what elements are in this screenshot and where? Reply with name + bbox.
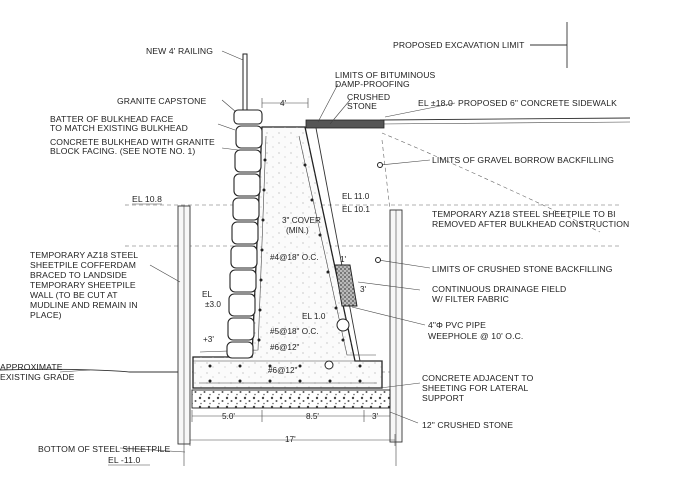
label-el10: EL 1.0 xyxy=(302,312,326,321)
label-grade2: EXISTING GRADE xyxy=(0,372,75,382)
label-el30a: EL xyxy=(202,290,212,299)
svg-text:TEMPORARY SHEETPILE: TEMPORARY SHEETPILE xyxy=(30,280,136,290)
drainage-field xyxy=(334,264,358,307)
label-el101: EL 10.1 xyxy=(342,205,370,214)
railing-leader xyxy=(221,50,244,61)
existing-grade-line xyxy=(0,368,178,373)
label-dim3b: 3' xyxy=(372,412,379,421)
concrete-sidewalk-slab xyxy=(305,119,385,129)
label-dim4: 4' xyxy=(280,99,287,108)
label-bottom2: EL -11.0 xyxy=(108,455,140,465)
label-cover2: (MIN.) xyxy=(286,226,309,235)
label-crushed1: CRUSHED xyxy=(347,92,390,102)
granite-block-facing xyxy=(226,109,263,359)
leaders xyxy=(59,83,456,453)
svg-text:SHEETPILE COFFERDAM: SHEETPILE COFFERDAM xyxy=(30,260,136,270)
label-drain1: CONTINUOUS DRAINAGE FIELD xyxy=(432,284,566,294)
label-bar4: #4@18" O.C. xyxy=(270,253,319,262)
label-plus3: +3' xyxy=(203,335,214,344)
label-el30b: ±3.0 xyxy=(205,300,221,309)
rebar-inner xyxy=(199,135,267,353)
svg-text:TEMPORARY AZ18 STEEL: TEMPORARY AZ18 STEEL xyxy=(30,250,138,260)
label-crushedback: LIMITS OF CRUSHED STONE BACKFILLING xyxy=(432,264,613,274)
label-cover1: 3" COVER xyxy=(282,216,321,225)
sidewalk-surface xyxy=(379,117,631,121)
svg-text:WALL (TO BE CUT AT: WALL (TO BE CUT AT xyxy=(30,290,118,300)
backfill-limit-line xyxy=(381,139,391,211)
sidewalk-bottom xyxy=(379,121,631,125)
concrete-bulkhead-stipple xyxy=(193,127,382,388)
label-bar5: #5@18" O.C. xyxy=(270,327,319,336)
label-concbulk2: BLOCK FACING. (SEE NOTE NO. 1) xyxy=(50,146,195,156)
label-grade1: APPROXIMATE xyxy=(0,362,63,372)
label-dim85: 8.5' xyxy=(306,412,319,421)
label-dim17: 17' xyxy=(285,435,296,444)
label-templeft: TEMPORARY AZ18 STEEL SHEETPILE COFFERDAM… xyxy=(30,250,138,320)
label-damp1: LIMITS OF BITUMINOUS xyxy=(335,70,436,80)
label-drain2: W/ FILTER FABRIC xyxy=(432,294,509,304)
label-tempright1: TEMPORARY AZ18 STEEL SHEETPILE TO BI xyxy=(432,209,616,219)
label-bar6a: #6@12" xyxy=(270,343,300,352)
excavation-slope-line xyxy=(381,132,601,233)
label-batter2: TO MATCH EXISTING BULKHEAD xyxy=(50,123,188,133)
label-el110: EL 11.0 xyxy=(342,192,370,201)
label-concadj1: CONCRETE ADJACENT TO xyxy=(422,373,534,383)
label-tempright2: REMOVED AFTER BULKHEAD CONSTRUCTION xyxy=(432,219,629,229)
label-concbulk1: CONCRETE BULKHEAD WITH GRANITE xyxy=(50,137,215,147)
label-dim3a: 3' xyxy=(360,285,367,294)
label-excavation: PROPOSED EXCAVATION LIMIT xyxy=(393,40,525,50)
label-bottom1: BOTTOM OF STEEL SHEETPILE xyxy=(38,444,171,454)
label-dim50: 5.0' xyxy=(222,412,235,421)
svg-text:BRACED TO LANDSIDE: BRACED TO LANDSIDE xyxy=(30,270,127,280)
label-capstone: GRANITE CAPSTONE xyxy=(117,96,206,106)
label-pipe1: 4"Φ PVC PIPE xyxy=(428,320,486,330)
label-concadj3: SUPPORT xyxy=(422,393,465,403)
label-el18: EL ±18.0 xyxy=(418,98,453,108)
label-dim1: 1' xyxy=(340,255,347,264)
label-bar6b: #6@12" xyxy=(268,366,298,375)
label-batter1: BATTER OF BULKHEAD FACE xyxy=(50,114,174,124)
label-crushed2: STONE xyxy=(347,101,377,111)
label-railing: NEW 4' RAILING xyxy=(146,46,213,56)
svg-text:PLACE): PLACE) xyxy=(30,310,62,320)
label-gravel: LIMITS OF GRAVEL BORROW BACKFILLING xyxy=(432,155,614,165)
label-crushed12: 12" CRUSHED STONE xyxy=(422,420,513,430)
railing-post xyxy=(242,53,248,111)
label-sidewalk: PROPOSED 6" CONCRETE SIDEWALK xyxy=(458,98,617,108)
pvc-pipe-small xyxy=(324,360,334,370)
svg-text:MUDLINE AND REMAIN IN: MUDLINE AND REMAIN IN xyxy=(30,300,138,310)
crushed-stone-bed xyxy=(191,389,391,409)
pvc-pipe-weephole xyxy=(336,318,350,332)
rebar-outer xyxy=(298,135,376,356)
label-el108: EL 10.8 xyxy=(132,194,162,204)
damp-proofing-line xyxy=(315,127,361,362)
label-concadj2: SHEETING FOR LATERAL xyxy=(422,383,529,393)
label-pipe2: WEEPHOLE @ 10' O.C. xyxy=(428,331,523,341)
label-damp2: DAMP-PROOFING xyxy=(335,79,410,89)
